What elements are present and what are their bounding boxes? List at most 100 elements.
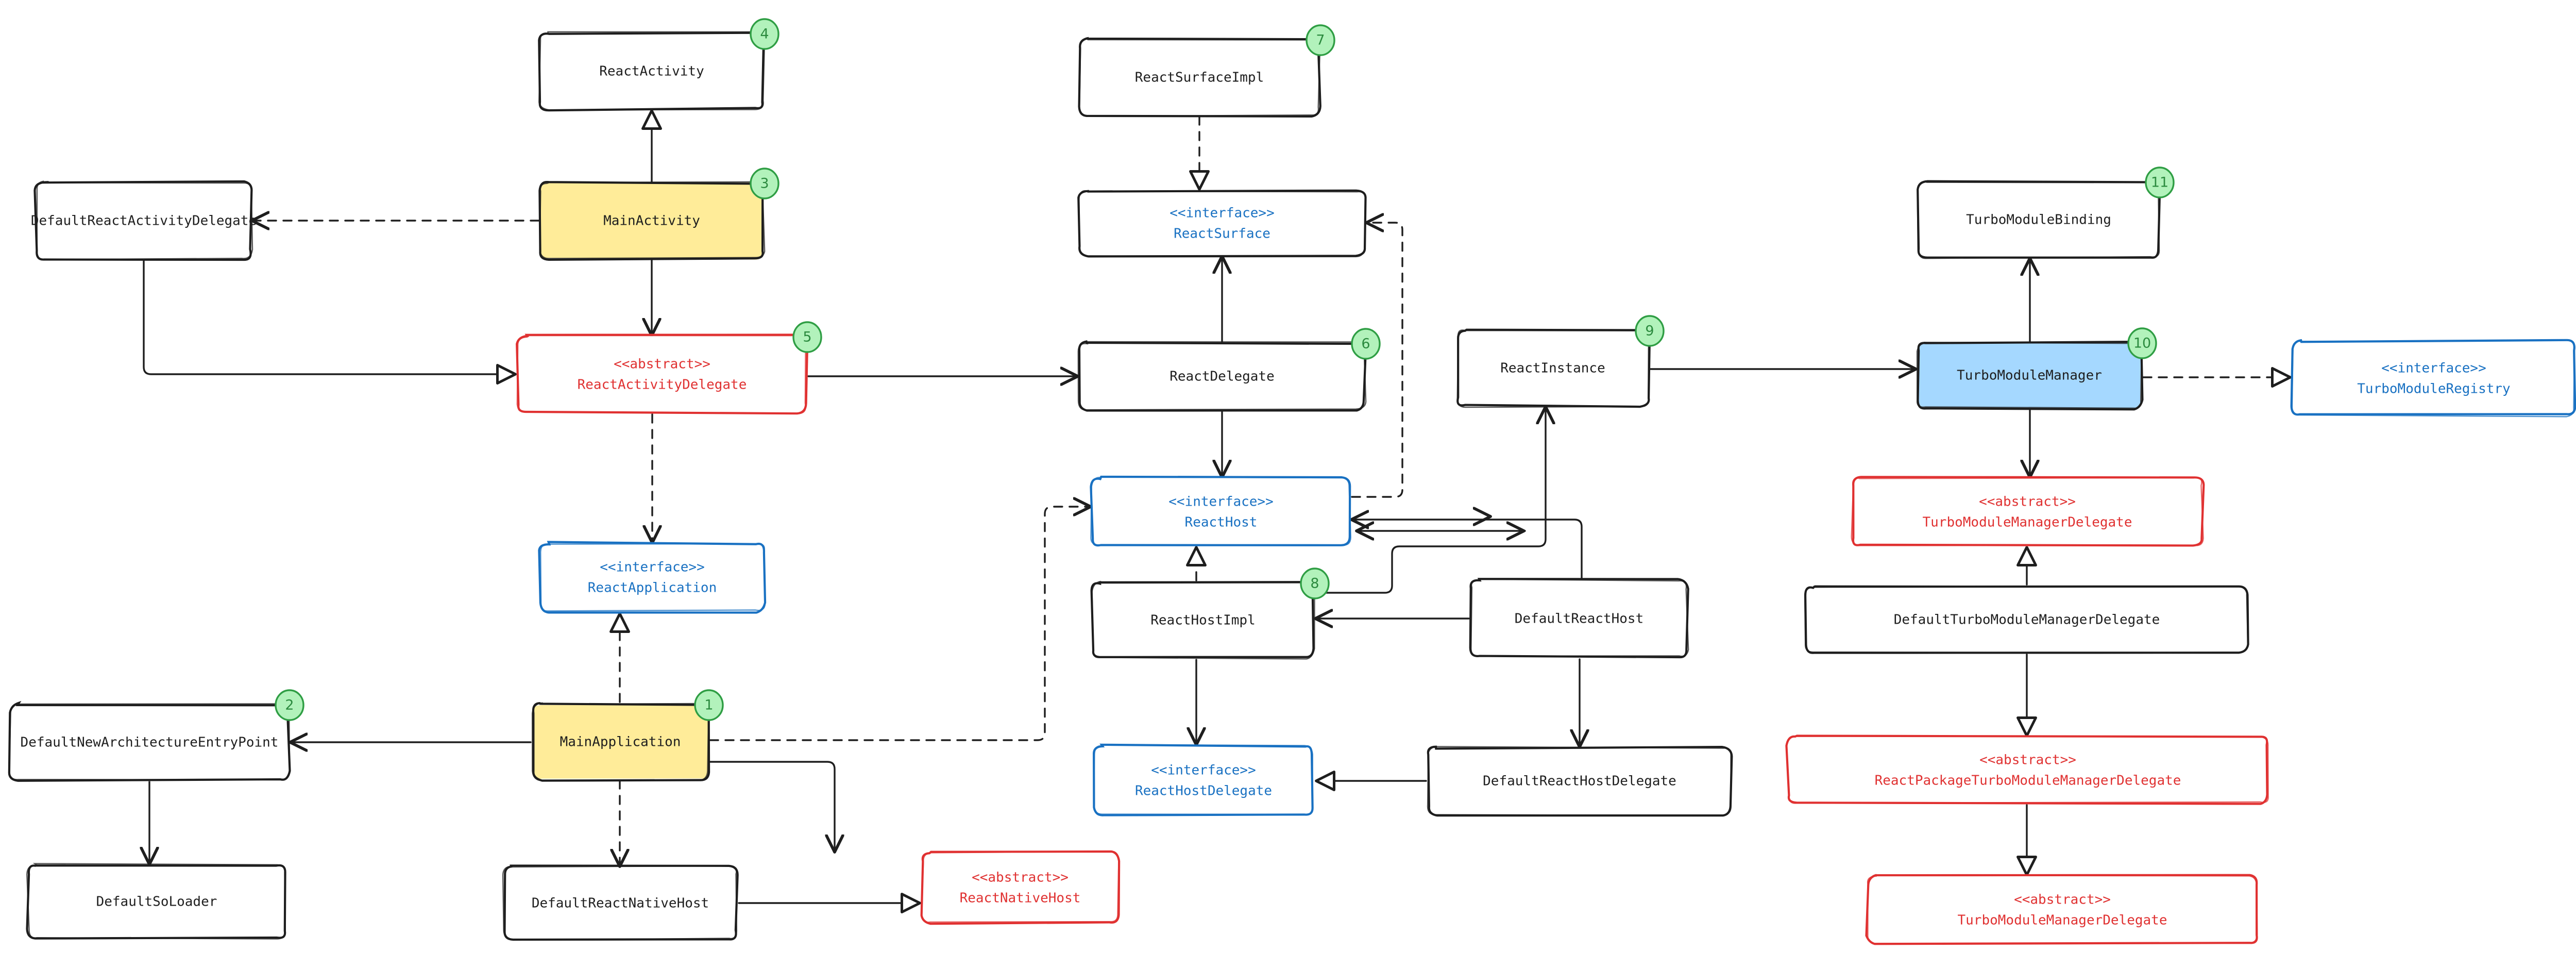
class-node-ReactHostImpl[interactable]: ReactHostImpl xyxy=(1090,580,1315,660)
class-node-MainActivity[interactable]: MainActivity xyxy=(538,180,766,261)
class-node-ReactSurfaceImpl[interactable]: ReactSurfaceImpl xyxy=(1078,37,1321,118)
class-node-MainApplication[interactable]: MainApplication xyxy=(531,702,710,782)
class-node-DefaultReactNativeHost[interactable]: DefaultReactNativeHost xyxy=(502,864,739,941)
node-fill xyxy=(1456,328,1650,407)
node-outline xyxy=(502,865,738,941)
badge-number: 7 xyxy=(1316,32,1325,48)
class-node-ReactHost[interactable]: <<interface>> ReactHost xyxy=(1090,475,1351,547)
node-fill xyxy=(1851,477,2204,547)
class-node-ReactApplication[interactable]: <<interface>> ReactApplication xyxy=(538,541,767,614)
node-outline xyxy=(538,541,767,614)
node-fill xyxy=(1804,586,2249,653)
node-name: ReactSurfaceImpl xyxy=(1135,70,1264,86)
node-outline xyxy=(540,543,766,612)
class-node-ReactActivity[interactable]: ReactActivity xyxy=(538,31,766,112)
node-stereotype: <<interface>> xyxy=(1151,763,1256,778)
step-badge-10[interactable]: 10 xyxy=(2127,327,2157,359)
node-name: ReactInstance xyxy=(1500,361,1605,376)
node-name: DefaultNewArchitectureEntryPoint xyxy=(21,735,279,750)
node-name: TurboModuleManagerDelegate xyxy=(1958,913,2167,928)
edge-line xyxy=(1351,223,1403,498)
node-stereotype: <<interface>> xyxy=(1170,206,1275,221)
node-fill xyxy=(921,851,1119,923)
badge-circle xyxy=(275,689,304,721)
node-name: TurboModuleManager xyxy=(1957,368,2102,383)
class-node-ReactInstance[interactable]: ReactInstance xyxy=(1456,328,1651,408)
class-node-DefaultReactHost[interactable]: DefaultReactHost xyxy=(1469,578,1689,659)
node-fill xyxy=(532,705,709,779)
class-node-DefaultTurboModuleManagerDelegate[interactable]: DefaultTurboModuleManagerDelegate xyxy=(1804,585,2249,654)
node-fill xyxy=(2291,340,2575,417)
class-node-TurboModuleBinding[interactable]: TurboModuleBinding xyxy=(1917,180,2161,259)
step-badge-4[interactable]: 4 xyxy=(750,18,779,50)
badge-layer: 1 2 3 4 5 6 7 8 9 10 11 xyxy=(275,18,2175,721)
badge-number: 3 xyxy=(760,176,769,192)
class-node-ReactNativeHost[interactable]: <<abstract>>ReactNativeHost xyxy=(920,850,1121,925)
node-outline xyxy=(1804,585,2249,654)
badge-number: 6 xyxy=(1361,336,1370,352)
step-badge-5[interactable]: 5 xyxy=(792,321,822,353)
class-node-ReactDelegate[interactable]: ReactDelegate xyxy=(1077,340,1367,412)
node-name: MainApplication xyxy=(560,735,681,750)
node-stereotype: <<abstract>> xyxy=(614,357,710,372)
badge-circle xyxy=(1306,24,1335,56)
badge-circle xyxy=(2145,166,2175,198)
node-fill xyxy=(1868,876,2259,944)
node-name: ReactHost xyxy=(1185,515,1258,530)
node-stereotype: <<interface>> xyxy=(1168,494,1274,510)
badge-number: 1 xyxy=(704,697,713,713)
node-fill xyxy=(1429,746,1733,814)
step-badge-1[interactable]: 1 xyxy=(694,689,724,721)
edge-MainApplication-ReactHost xyxy=(709,507,1089,741)
step-badge-6[interactable]: 6 xyxy=(1351,328,1381,360)
class-node-TurboModuleManagerDelegateAbstractTop[interactable]: <<abstract>>TurboModuleManagerDelegate xyxy=(1851,476,2205,547)
node-outline xyxy=(26,863,286,940)
node-fill xyxy=(1787,736,2267,804)
badge-number: 4 xyxy=(760,26,769,42)
node-outline xyxy=(1090,476,1351,546)
node-stereotype: <<abstract>> xyxy=(2014,892,2111,908)
step-badge-8[interactable]: 8 xyxy=(1300,568,1330,599)
edge-line xyxy=(143,259,517,385)
node-stereotype: <<abstract>> xyxy=(1979,494,2076,510)
step-badge-11[interactable]: 11 xyxy=(2145,166,2175,198)
class-node-DefaultSoLoader[interactable]: DefaultSoLoader xyxy=(26,863,287,940)
node-outline xyxy=(2291,339,2575,418)
edge-line xyxy=(1353,520,1583,579)
class-node-ReactActivityDelegate[interactable]: <<abstract>>ReactActivityDelegate xyxy=(516,333,809,415)
node-name: MainActivity xyxy=(603,213,700,229)
node-fill xyxy=(539,31,764,110)
class-node-DefaultReactActivityDelegate[interactable]: DefaultReactActivityDelegate xyxy=(31,180,257,261)
node-name: DefaultReactHost xyxy=(1515,611,1643,627)
class-node-TurboModuleManagerDelegateAbstractBottom[interactable]: <<abstract>> TurboModuleManagerDelegate xyxy=(1865,874,2259,945)
class-node-ReactSurface[interactable]: <<interface>>ReactSurface xyxy=(1077,189,1367,258)
node-fill xyxy=(540,182,763,260)
step-badge-2[interactable]: 2 xyxy=(275,689,304,721)
node-fill xyxy=(10,703,289,782)
badge-number: 8 xyxy=(1310,576,1319,592)
badge-circle xyxy=(1351,328,1381,360)
node-outline xyxy=(36,180,253,260)
step-badge-3[interactable]: 3 xyxy=(750,168,779,199)
class-node-TurboModuleRegistry[interactable]: <<interface>>TurboModuleRegistry xyxy=(2290,339,2576,418)
edge-DefaultReactHost-ReactHost xyxy=(1353,520,1583,579)
class-node-DefaultReactHostDelegate[interactable]: DefaultReactHostDelegate xyxy=(1427,745,1733,817)
node-stereotype: <<interface>> xyxy=(600,560,705,575)
class-node-DefaultNewArchitectureEntryPoint[interactable]: DefaultNewArchitectureEntryPoint xyxy=(8,700,291,782)
node-name: DefaultSoLoader xyxy=(96,894,217,910)
badge-number: 9 xyxy=(1645,323,1654,339)
node-name: DefaultReactHostDelegate xyxy=(1483,774,1676,789)
badge-number: 10 xyxy=(2133,336,2151,352)
class-node-ReactPackageTurboModuleManagerDelegate[interactable]: <<abstract>>ReactPackageTurboModuleManag… xyxy=(1785,735,2269,805)
node-name: DefaultReactActivityDelegate xyxy=(31,213,257,229)
node-outline xyxy=(1851,477,2204,546)
node-stereotype: <<abstract>> xyxy=(1979,753,2076,768)
node-name: ReactHostImpl xyxy=(1150,613,1256,628)
class-node-TurboModuleManager[interactable]: TurboModuleManager xyxy=(1916,340,2144,411)
node-name: ReactApplication xyxy=(588,580,717,596)
node-fill xyxy=(36,182,252,260)
step-badge-9[interactable]: 9 xyxy=(1635,315,1665,347)
step-badge-7[interactable]: 7 xyxy=(1306,24,1335,56)
class-node-ReactHostDelegate[interactable]: <<interface>>ReactHostDelegate xyxy=(1093,743,1314,816)
